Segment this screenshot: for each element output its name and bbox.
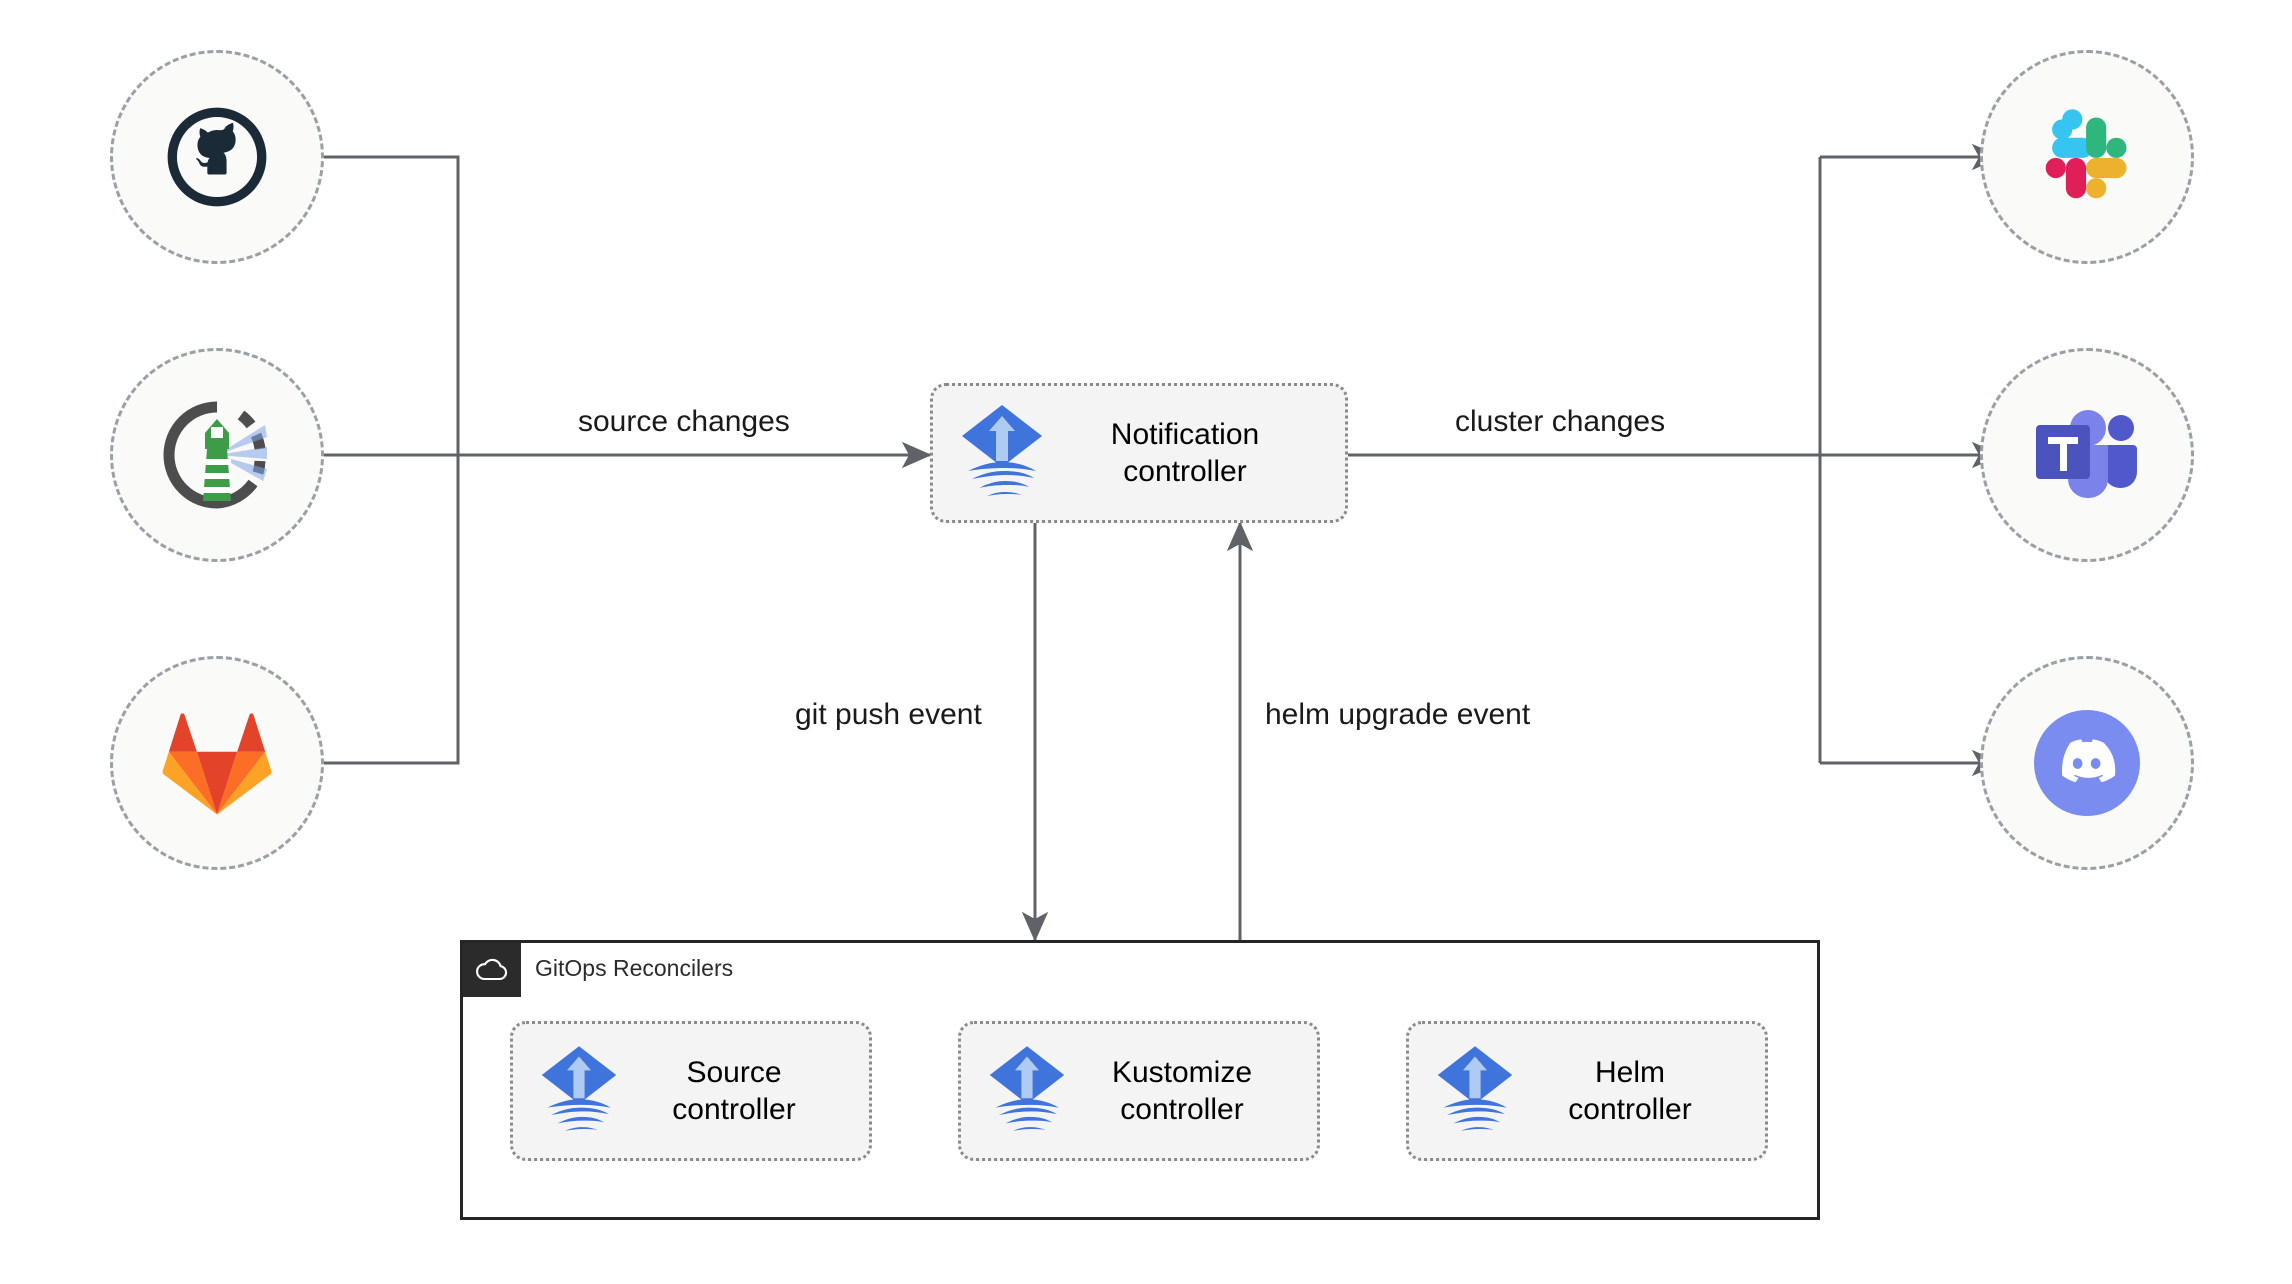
kustomize-controller-box[interactable]: Kustomize controller <box>958 1021 1320 1161</box>
target-node-slack[interactable] <box>1980 50 2194 264</box>
flux-cd-icon <box>1435 1040 1515 1143</box>
edge-label-source-changes: source changes <box>578 405 790 438</box>
notification-controller-label: Notification controller <box>1110 417 1260 489</box>
edge-label-git-push-event: git push event <box>795 698 982 731</box>
github-icon <box>167 107 267 207</box>
kustomize-controller-label: Kustomize controller <box>1111 1055 1253 1127</box>
helm-controller-box[interactable]: Helm controller <box>1406 1021 1768 1161</box>
flux-cd-icon <box>959 399 1045 508</box>
helm-controller-label: Helm controller <box>1568 1055 1692 1127</box>
edge-label-cluster-changes: cluster changes <box>1455 405 1666 438</box>
flux-lighthouse-icon <box>163 401 267 509</box>
source-controller-label: Source controller <box>672 1055 796 1127</box>
source-node-gitlab[interactable] <box>110 656 324 870</box>
source-node-github[interactable] <box>110 50 324 264</box>
slack-icon <box>2045 109 2127 199</box>
target-node-discord[interactable] <box>1980 656 2194 870</box>
flux-cd-icon <box>987 1040 1067 1143</box>
ms-teams-icon <box>2036 410 2137 498</box>
source-controller-box[interactable]: Source controller <box>510 1021 872 1161</box>
discord-icon <box>2034 710 2140 816</box>
target-node-teams[interactable] <box>1980 348 2194 562</box>
edge-label-helm-upgrade-event: helm upgrade event <box>1265 698 1531 731</box>
gitlab-icon <box>162 713 272 815</box>
flux-cd-icon <box>539 1040 619 1143</box>
group-tab <box>463 943 521 997</box>
source-node-flux[interactable] <box>110 348 324 562</box>
group-title: GitOps Reconcilers <box>535 955 734 981</box>
cloud-icon <box>476 958 508 981</box>
notification-controller-box[interactable]: Notification controller <box>930 383 1348 523</box>
